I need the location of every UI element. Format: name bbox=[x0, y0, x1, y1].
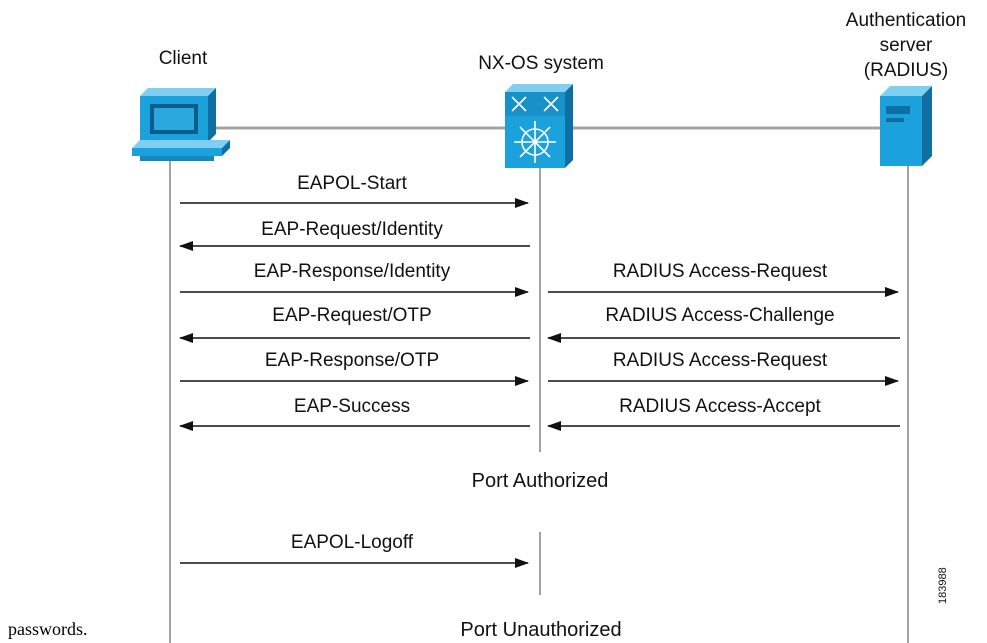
server-message-access-accept: RADIUS Access-Accept bbox=[547, 396, 900, 431]
message-label: EAP-Request/Identity bbox=[261, 219, 443, 240]
caption-fragment: passwords. bbox=[8, 619, 88, 639]
client-message-eap-success: EAP-Success bbox=[179, 396, 530, 431]
message-label: EAPOL-Start bbox=[297, 173, 408, 194]
message-label: EAP-Request/OTP bbox=[272, 305, 431, 326]
server-message-access-request-2: RADIUS Access-Request bbox=[548, 350, 899, 386]
port-unauthorized-status: Port Unauthorized bbox=[460, 619, 621, 641]
server-message-access-request-1: RADIUS Access-Request bbox=[548, 261, 899, 297]
server-label-line3: (RADIUS) bbox=[864, 60, 948, 81]
server-label-line1: Authentication bbox=[846, 10, 966, 31]
client-message-eapol-logoff: EAPOL-Logoff bbox=[180, 532, 529, 568]
client-label: Client bbox=[159, 48, 208, 69]
server-message-access-challenge: RADIUS Access-Challenge bbox=[547, 305, 900, 343]
client-message-eap-request-identity: EAP-Request/Identity bbox=[179, 219, 530, 251]
client-computer-icon bbox=[132, 88, 230, 161]
client-message-eapol-start: EAPOL-Start bbox=[180, 173, 529, 208]
message-label: RADIUS Access-Challenge bbox=[605, 305, 834, 326]
nxos-switch-icon bbox=[505, 84, 573, 168]
message-label: RADIUS Access-Request bbox=[613, 350, 828, 371]
figure-id: 183988 bbox=[937, 567, 949, 604]
radius-server-icon bbox=[880, 86, 932, 166]
client-message-eap-response-identity: EAP-Response/Identity bbox=[180, 261, 529, 297]
message-label: RADIUS Access-Request bbox=[613, 261, 828, 282]
message-label: EAP-Success bbox=[294, 396, 410, 417]
message-label: EAP-Response/Identity bbox=[254, 261, 451, 282]
message-label: EAPOL-Logoff bbox=[291, 532, 414, 553]
message-label: EAP-Response/OTP bbox=[265, 350, 439, 371]
nxos-label: NX-OS system bbox=[478, 53, 604, 74]
server-label-line2: server bbox=[880, 35, 933, 56]
message-label: RADIUS Access-Accept bbox=[619, 396, 821, 417]
client-message-eap-request-otp: EAP-Request/OTP bbox=[179, 305, 530, 343]
client-message-eap-response-otp: EAP-Response/OTP bbox=[180, 350, 529, 386]
port-authorized-status: Port Authorized bbox=[472, 470, 609, 492]
